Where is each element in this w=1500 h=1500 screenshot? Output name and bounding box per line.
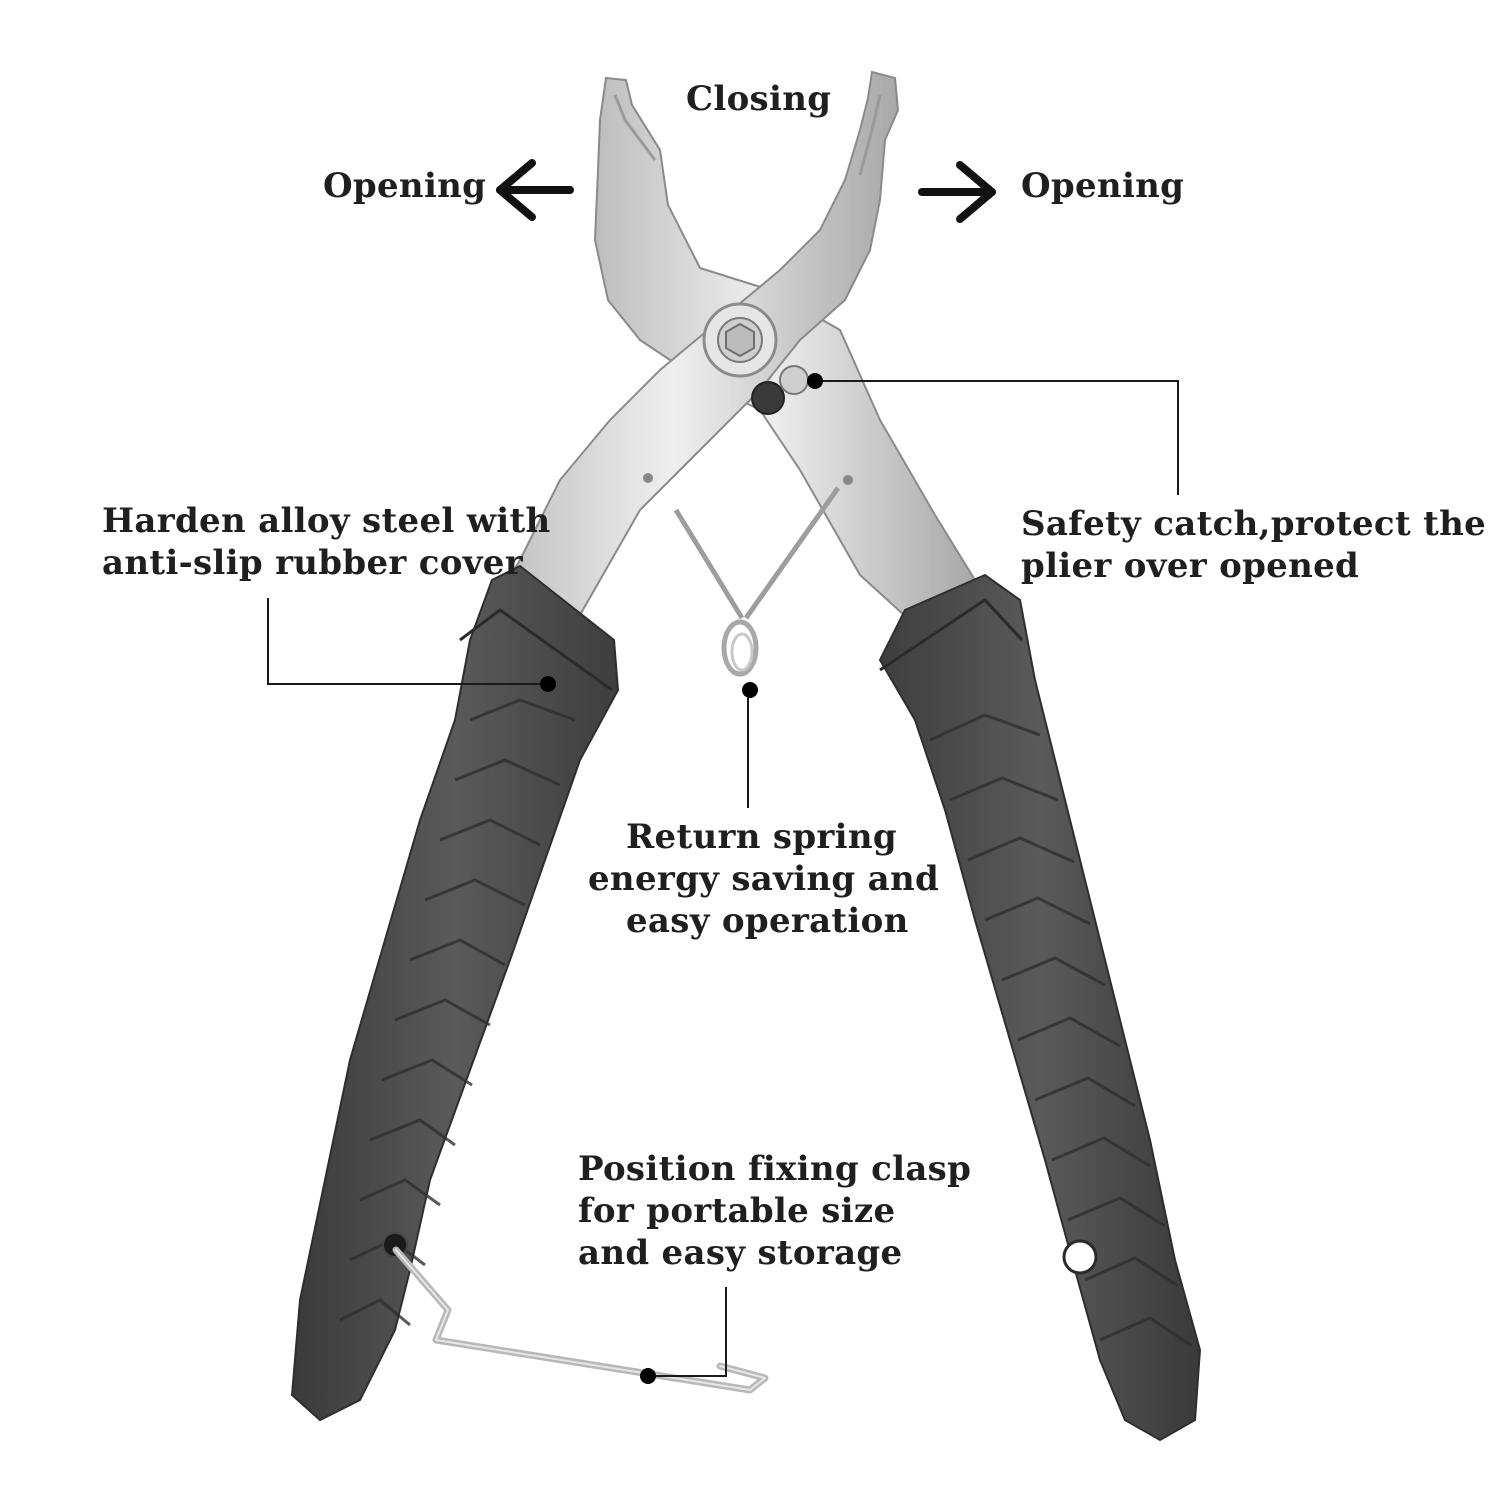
safety-line-1: Safety catch,protect the — [1021, 504, 1487, 544]
safety-catch-callout: Safety catch,protect the plier over open… — [1021, 503, 1486, 587]
left-handle-grip — [290, 564, 620, 1422]
return-spring — [673, 486, 841, 677]
right-handle-grip — [878, 573, 1202, 1442]
clasp-line-2: for portable size — [578, 1191, 896, 1231]
callout-clasp — [640, 1287, 727, 1384]
callout-dot-icon — [640, 1368, 656, 1384]
opening-right-label-text: Opening — [1021, 166, 1185, 206]
spring-line-2: energy saving and — [588, 859, 940, 899]
closing-label-text: Closing — [686, 79, 832, 119]
opening-left-label: Opening — [323, 165, 486, 207]
arrow-right-icon — [918, 161, 996, 223]
safety-line-2: plier over opened — [1021, 546, 1360, 586]
fixing-clasp-callout: Position fixing clasp for portable size … — [578, 1148, 971, 1274]
closing-label: Closing — [686, 78, 831, 120]
callout-dot-icon — [540, 676, 556, 692]
opening-left-label-text: Opening — [323, 166, 487, 206]
opening-right-label: Opening — [1021, 165, 1184, 207]
callout-dot-icon — [807, 373, 823, 389]
callout-safety — [807, 373, 1179, 495]
clasp-line-3: and easy storage — [578, 1233, 903, 1273]
callout-spring — [742, 682, 758, 808]
harden-line-2: anti-slip rubber cover — [102, 543, 523, 583]
pivot-bolt — [702, 302, 778, 378]
return-spring-callout: Return spring energy saving and easy ope… — [588, 816, 939, 942]
clasp-line-1: Position fixing clasp — [578, 1149, 972, 1189]
spring-line-1: Return spring — [626, 817, 897, 857]
spring-line-3: easy operation — [626, 901, 909, 941]
harden-alloy-steel-callout: Harden alloy steel with anti-slip rubber… — [102, 500, 551, 584]
arrow-left-icon — [496, 159, 574, 221]
harden-line-1: Harden alloy steel with — [102, 501, 551, 541]
callout-dot-icon — [742, 682, 758, 698]
callout-harden — [267, 598, 556, 692]
